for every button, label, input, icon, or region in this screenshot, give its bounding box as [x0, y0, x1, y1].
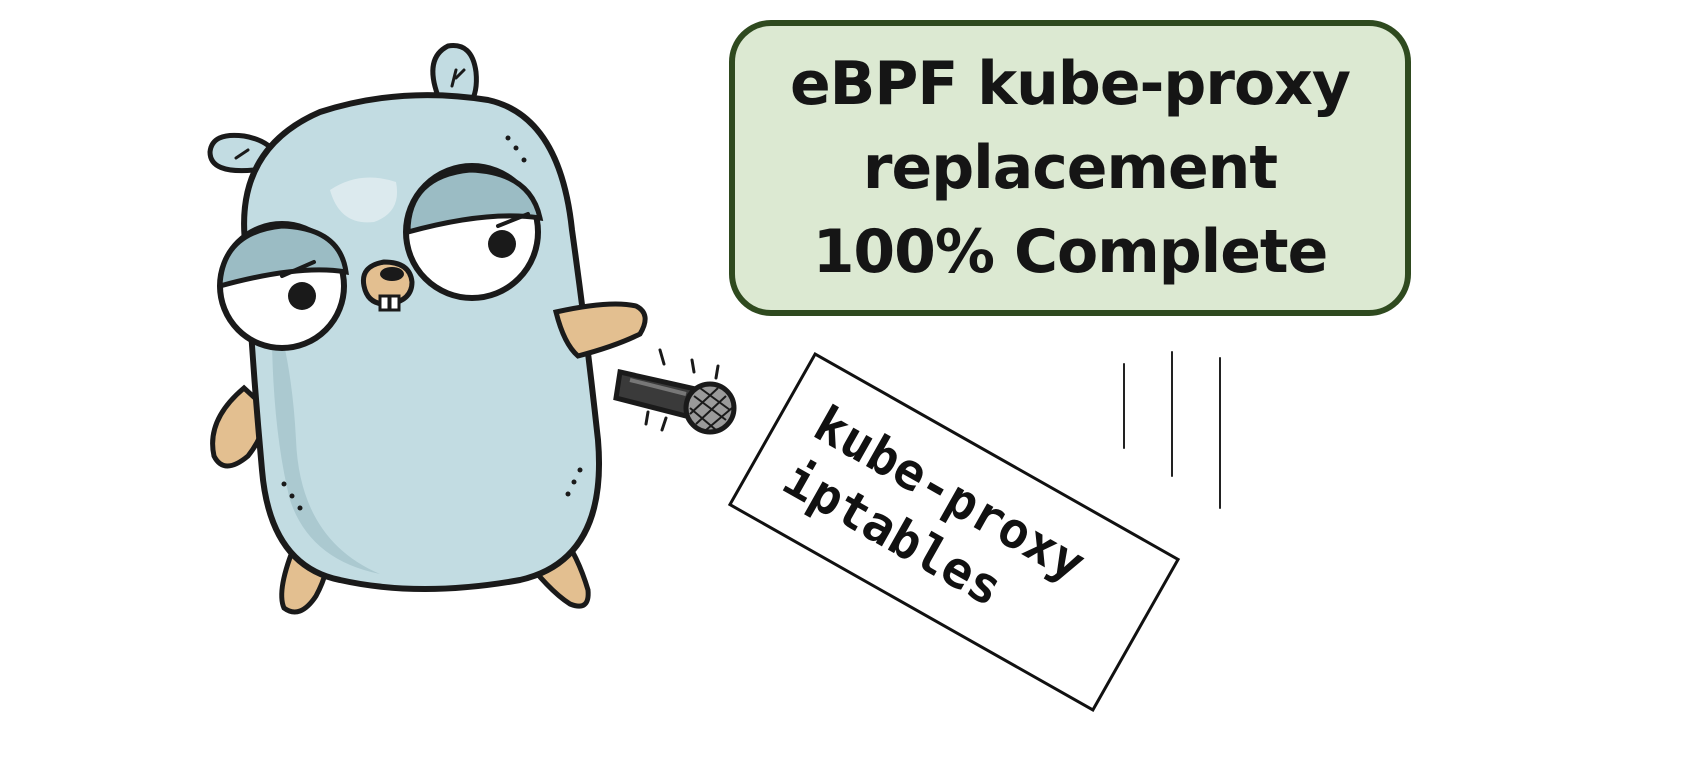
- microphone-icon: [613, 348, 737, 435]
- ear-lines: [234, 68, 466, 160]
- gopher-snout: [360, 259, 415, 312]
- gopher-right-arm: [552, 301, 648, 359]
- fall-motion-lines: [1123, 351, 1221, 509]
- headline-line-2: replacement: [862, 133, 1278, 203]
- body-freckles: [281, 135, 583, 511]
- body-highlight: [330, 177, 398, 223]
- headline-box: eBPF kube-proxy replacement 100% Complet…: [729, 20, 1411, 316]
- gopher-right-eye: [403, 163, 544, 301]
- gopher-left-eye: [217, 221, 349, 351]
- headline-line-3: 100% Complete: [812, 217, 1329, 287]
- headline-line-1: eBPF kube-proxy: [789, 49, 1351, 119]
- body-shade: [271, 300, 380, 574]
